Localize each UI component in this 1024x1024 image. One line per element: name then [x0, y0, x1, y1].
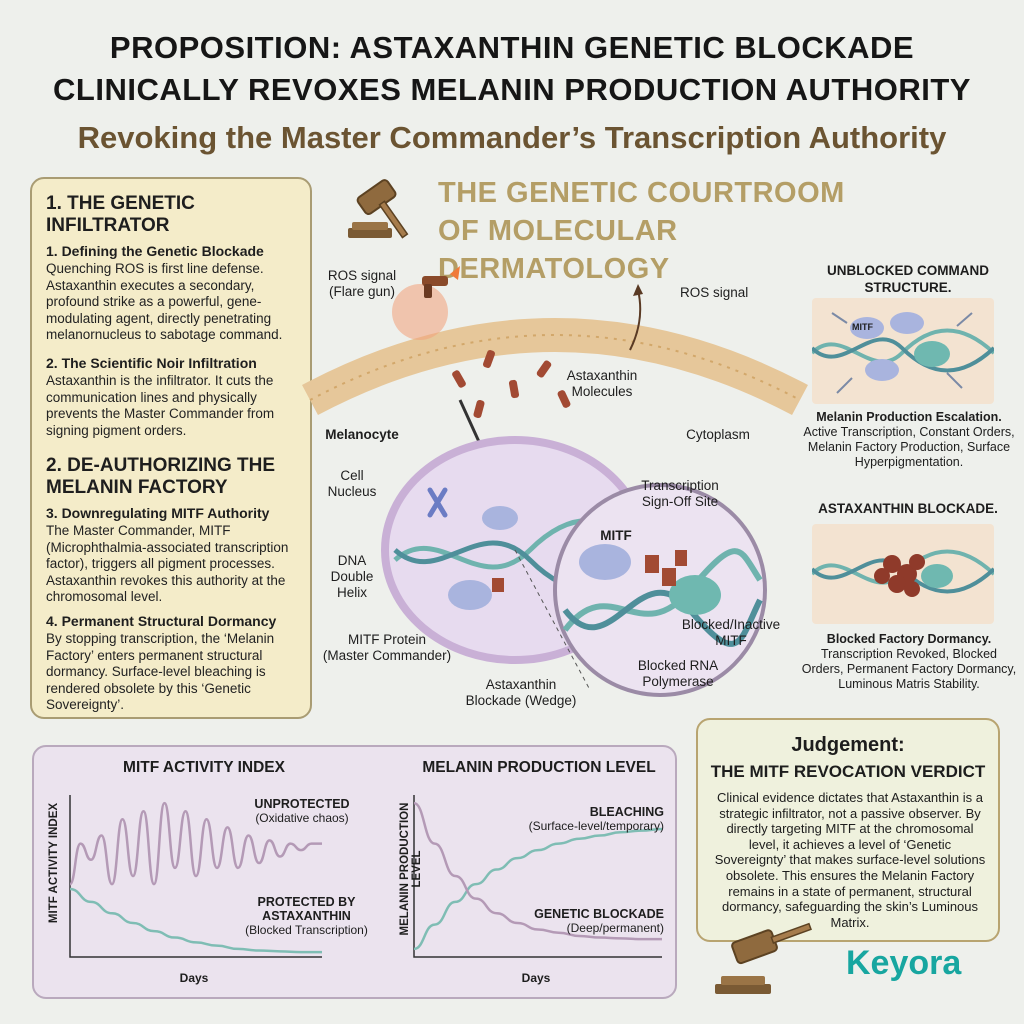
blockade-dna-graphic [812, 549, 994, 597]
unblocked-dna-graphic [812, 312, 994, 394]
ros-glow [392, 284, 448, 340]
label-zoom-mitf: MITF [600, 528, 632, 543]
chart1-title: MITF ACTIVITY INDEX [123, 759, 285, 776]
blockade-title: ASTAXANTHIN BLOCKADE. [818, 501, 998, 516]
chart2-xlabel: Days [521, 971, 551, 985]
label-ros-signal: ROS signal [680, 285, 749, 300]
left-info-panel: 1. THE GENETIC INFILTRATOR 1. Defining t… [30, 177, 312, 719]
chart2-ylabel: MELANIN PRODUCTION LEVEL [399, 802, 423, 936]
label-cell-nucleus: Cell Nucleus [327, 468, 377, 499]
unblocked-mitf-tag: MITF [852, 322, 873, 332]
courtroom-line-1: THE GENETIC COURTROOM [438, 177, 845, 209]
flare-gun-icon [422, 266, 460, 298]
label-signoff: Transcription Sign-Off Site [641, 478, 719, 509]
astaxanthin-molecules [452, 350, 571, 419]
subsection-body-1: Quenching ROS is first line defense. Ast… [46, 261, 283, 342]
subsection-title-2: 2. The Scientific Noir Infiltration [46, 355, 257, 371]
blockade-caption-title: Blocked Factory Dormancy. [826, 632, 992, 646]
label-melanocyte: Melanocyte [325, 427, 399, 442]
cell-membrane [302, 318, 808, 416]
rna-polymerase [669, 575, 721, 615]
label-astaxanthin-molecules: Astaxanthin Molecules [566, 368, 638, 399]
unblocked-title: UNBLOCKED COMMAND STRUCTURE. [827, 263, 989, 295]
chart1-axes [69, 795, 322, 958]
gavel-icon [348, 179, 409, 239]
label-blockade: Astaxanthin Blockade (Wedge) [465, 677, 577, 708]
chart1-ylabel: MITF ACTIVITY INDEX [48, 802, 60, 924]
judgement-body: Clinical evidence dictates that Astaxant… [714, 790, 986, 930]
gavel-icon-bottom [715, 922, 812, 994]
chart2-series-2-line [413, 801, 662, 941]
unblocked-caption-title: Melanin Production Escalation. [816, 410, 1002, 424]
courtroom-heading: THE GENETIC COURTROOM OF MOLECULAR DERMA… [438, 174, 908, 288]
chart1-plot [68, 795, 322, 958]
blockade-wedge [492, 578, 504, 592]
chart2-series1-label: BLEACHING(Surface-level/temporary) [528, 805, 664, 833]
label-cytoplasm: Cytoplasm [686, 427, 750, 442]
chart2-title: MELANIN PRODUCTION LEVEL [422, 759, 656, 776]
section-heading-infiltrator: 1. THE GENETIC INFILTRATOR [46, 193, 195, 236]
blockade-caption-body: Transcription Revoked, Blocked Orders, P… [801, 647, 1017, 691]
ros-signal-arrow [629, 289, 642, 351]
label-ros-flare: ROS signal (Flare gun) [327, 268, 397, 299]
chart2-axes [413, 795, 662, 958]
unblocked-caption-body: Active Transcription, Constant Orders, M… [803, 425, 1015, 469]
zoom-link [514, 549, 591, 691]
chart2-series2-label: GENETIC BLOCKADE(Deep/permanent) [534, 907, 664, 935]
chart2-series-1-line [413, 827, 663, 951]
section-heading-deauthorizing: 2. DE-AUTHORIZING THE MELANIN FACTORY [46, 455, 276, 498]
subsection-body-2: Astaxanthin is the infiltrator. It cuts … [46, 373, 275, 438]
charts-svg [68, 795, 663, 958]
ros-arrow-head [633, 284, 643, 296]
label-mitf-protein: MITF Protein (Master Commander) [322, 632, 452, 663]
subsection-title-1: 1. Defining the Genetic Blockade [46, 243, 264, 259]
blockade-caption: Blocked Factory Dormancy. Transcription … [800, 632, 1018, 692]
courtroom-line-2: OF MOLECULAR DERMATOLOGY [438, 215, 678, 285]
label-dna: DNA Double Helix [330, 553, 374, 600]
mitf-protein-blob [448, 580, 492, 610]
subsection-title-4: 4. Permanent Structural Dormancy [46, 613, 277, 629]
label-blocked-mitf: Blocked/Inactive MITF [681, 617, 781, 648]
chart2-plot [413, 795, 663, 958]
blockade-illustration [812, 524, 994, 624]
chromosomes [427, 487, 448, 518]
mitf-protein-blob-2 [482, 506, 518, 530]
chart1-series2-label: PROTECTED BY ASTAXANTHIN(Blocked Transcr… [245, 895, 368, 937]
chart-panel: MITF ACTIVITY INDEX MELANIN PRODUCTION L… [32, 745, 677, 999]
subsection-title-3: 3. Downregulating MITF Authority [46, 505, 270, 521]
chart1-series-2-line [69, 887, 322, 954]
judgement-heading: Judgement: [791, 734, 905, 756]
chart1-xlabel: Days [179, 971, 209, 985]
chart1-series1-label: UNPROTECTED(Oxidative chaos) [254, 797, 350, 825]
zoom-mitf [579, 544, 631, 580]
unblocked-caption: Melanin Production Escalation. Active Tr… [800, 410, 1018, 470]
subsection-body-4: By stopping transcription, the ‘Melanin … [46, 631, 275, 712]
unblocked-illustration: MITF [812, 298, 994, 404]
keyora-logo: Keyora [846, 944, 962, 982]
judgement-subheading: THE MITF REVOCATION VERDICT [710, 762, 986, 781]
zoom-wedges [645, 550, 687, 586]
judgement-panel: Judgement: THE MITF REVOCATION VERDICT C… [696, 718, 1000, 942]
membrane-texture [309, 334, 801, 401]
page-title-line-2: CLINICALLY REVOXES MELANIN PRODUCTION AU… [53, 72, 971, 107]
page-subtitle: Revoking the Master Commander’s Transcri… [77, 120, 947, 155]
page-title-line-1: PROPOSITION: ASTAXANTHIN GENETIC BLOCKAD… [109, 30, 915, 65]
melanocyte-diagram [302, 266, 808, 697]
chart1-series-1-line [68, 801, 322, 886]
label-blocked-rna: Blocked RNA Polymerase [637, 658, 719, 689]
subsection-body-3: The Master Commander, MITF (Microphthalm… [46, 523, 289, 604]
